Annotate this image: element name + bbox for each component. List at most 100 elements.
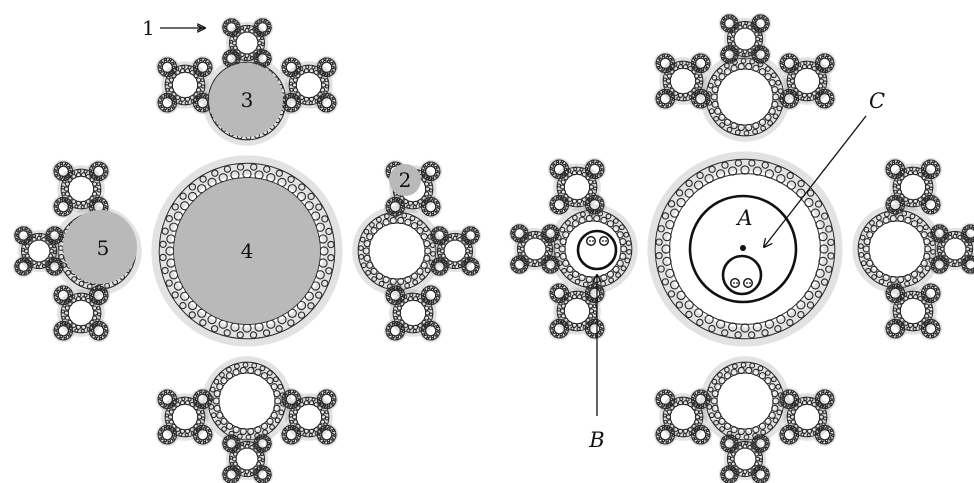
circle-A (688, 194, 798, 304)
left-petal-3-1-3 (87, 283, 111, 307)
region-4-fill (174, 178, 320, 324)
left-petal-2-1-3 (315, 387, 339, 411)
right-tip-petal-2-1 (718, 463, 741, 483)
eye-B-left (586, 235, 597, 246)
right-petal-2-1-1 (777, 423, 801, 447)
right-petal-0-1-0 (689, 87, 713, 111)
right-petal-0-0-3 (813, 51, 837, 75)
right-petal-1-1-0 (919, 193, 943, 217)
pupil-B-right-1 (602, 240, 604, 242)
left-tip-petal-0-0 (251, 47, 274, 70)
circle-B (576, 229, 618, 271)
left-tip-petal-1-0 (459, 255, 482, 278)
right-petal-0-0-0 (813, 87, 837, 111)
right-petal-2-0-2 (653, 387, 677, 411)
right-fractal-lace (508, 12, 974, 483)
right-petal-3-0-1 (547, 193, 571, 217)
region-5-fill (63, 210, 137, 284)
left-petal-3-1-2 (51, 283, 75, 307)
right-petal-3-0-3 (583, 157, 607, 181)
left-flower-0-1 (161, 61, 209, 109)
right-petal-3-0-0 (583, 193, 607, 217)
label-region-5: 5 (97, 236, 110, 260)
dot-A (740, 245, 746, 251)
right-petal-2-0-0 (689, 423, 713, 447)
right-petal-0-1-2 (653, 51, 677, 75)
left-petal-3-0-1 (51, 195, 75, 219)
label-region-1: 1 (142, 16, 155, 40)
right-tip-petal-0-0 (749, 43, 772, 66)
right-petal-3-0-2 (547, 157, 571, 181)
right-petal-1-1-2 (883, 157, 907, 181)
label-C: C (869, 89, 885, 113)
left-petal-3-0-3 (87, 159, 111, 183)
right-tip-petal-3-0 (539, 253, 562, 276)
right-tip-petal-0-3 (749, 12, 772, 35)
right-tip-petal-0-2 (718, 12, 741, 35)
left-tip-petal-3-0 (43, 255, 66, 278)
right-petal-3-1-0 (583, 317, 607, 341)
left-petal-1-0-1 (383, 319, 407, 343)
pupil-B-left-1 (589, 240, 591, 242)
left-arm-ring-1 (352, 206, 442, 296)
right-flower-0-1 (659, 57, 707, 105)
left-petal-1-0-2 (383, 283, 407, 307)
right-tip-petal-3-1 (508, 253, 531, 276)
right-petal-2-1-0 (813, 423, 837, 447)
left-tip-petal-1-2 (428, 224, 451, 247)
right-center-ring (647, 151, 843, 347)
right-tip-petal-1-0 (959, 253, 974, 276)
region-2-fill (389, 164, 421, 196)
left-petal-2-1-1 (279, 423, 303, 447)
left-tip-0 (225, 21, 269, 65)
left-petal-0-1-2 (155, 55, 179, 79)
label-A: A (735, 206, 752, 230)
left-flower-3-0 (57, 165, 105, 213)
left-petal-1-0-0 (419, 319, 443, 343)
left-petal-0-1-3 (191, 55, 215, 79)
left-petal-1-0-3 (419, 283, 443, 307)
left-tip-petal-0-3 (251, 16, 274, 39)
pupil-A-left-1 (733, 282, 735, 284)
left-petal-3-1-1 (51, 319, 75, 343)
left-petal-0-0-2 (279, 55, 303, 79)
pupil-A-left-2 (736, 282, 738, 284)
left-tip-petal-3-1 (12, 255, 35, 278)
left-petal-2-1-2 (279, 387, 303, 411)
left-petal-0-1-1 (155, 91, 179, 115)
left-flower-3-1 (57, 289, 105, 337)
label-region-4: 4 (241, 239, 254, 263)
right-flower-1-1 (889, 163, 937, 211)
right-tip-petal-3-3 (539, 222, 562, 245)
right-petal-1-0-3 (919, 281, 943, 305)
right-petal-0-1-3 (689, 51, 713, 75)
right-petal-2-0-3 (689, 387, 713, 411)
left-petal-1-1-0 (419, 195, 443, 219)
label-B: B (588, 428, 604, 452)
right-petal-0-1-1 (653, 87, 677, 111)
left-tip-petal-3-2 (12, 224, 35, 247)
right-petal-1-0-1 (883, 317, 907, 341)
left-tip-petal-3-3 (43, 224, 66, 247)
left-tip-petal-1-3 (459, 224, 482, 247)
right-petal-2-1-2 (777, 387, 801, 411)
right-tip-petal-0-1 (718, 43, 741, 66)
right-petal-1-1-3 (919, 157, 943, 181)
right-petal-2-1-3 (813, 387, 837, 411)
left-petal-2-0-0 (191, 423, 215, 447)
left-petal-2-1-0 (315, 423, 339, 447)
right-petal-0-0-1 (777, 87, 801, 111)
left-tip-petal-2-0 (251, 463, 274, 483)
right-tip-petal-1-1 (928, 253, 951, 276)
right-flower-3-0 (553, 163, 601, 211)
right-tip-petal-1-3 (959, 222, 974, 245)
left-tip-petal-0-2 (220, 16, 243, 39)
left-tip-petal-2-2 (220, 432, 243, 455)
right-petal-2-0-1 (653, 423, 677, 447)
left-tip-petal-1-1 (428, 255, 451, 278)
left-petal-3-1-0 (87, 319, 111, 343)
right-petal-3-1-3 (583, 281, 607, 305)
left-center-ring (151, 155, 343, 347)
right-petal-1-0-2 (883, 281, 907, 305)
